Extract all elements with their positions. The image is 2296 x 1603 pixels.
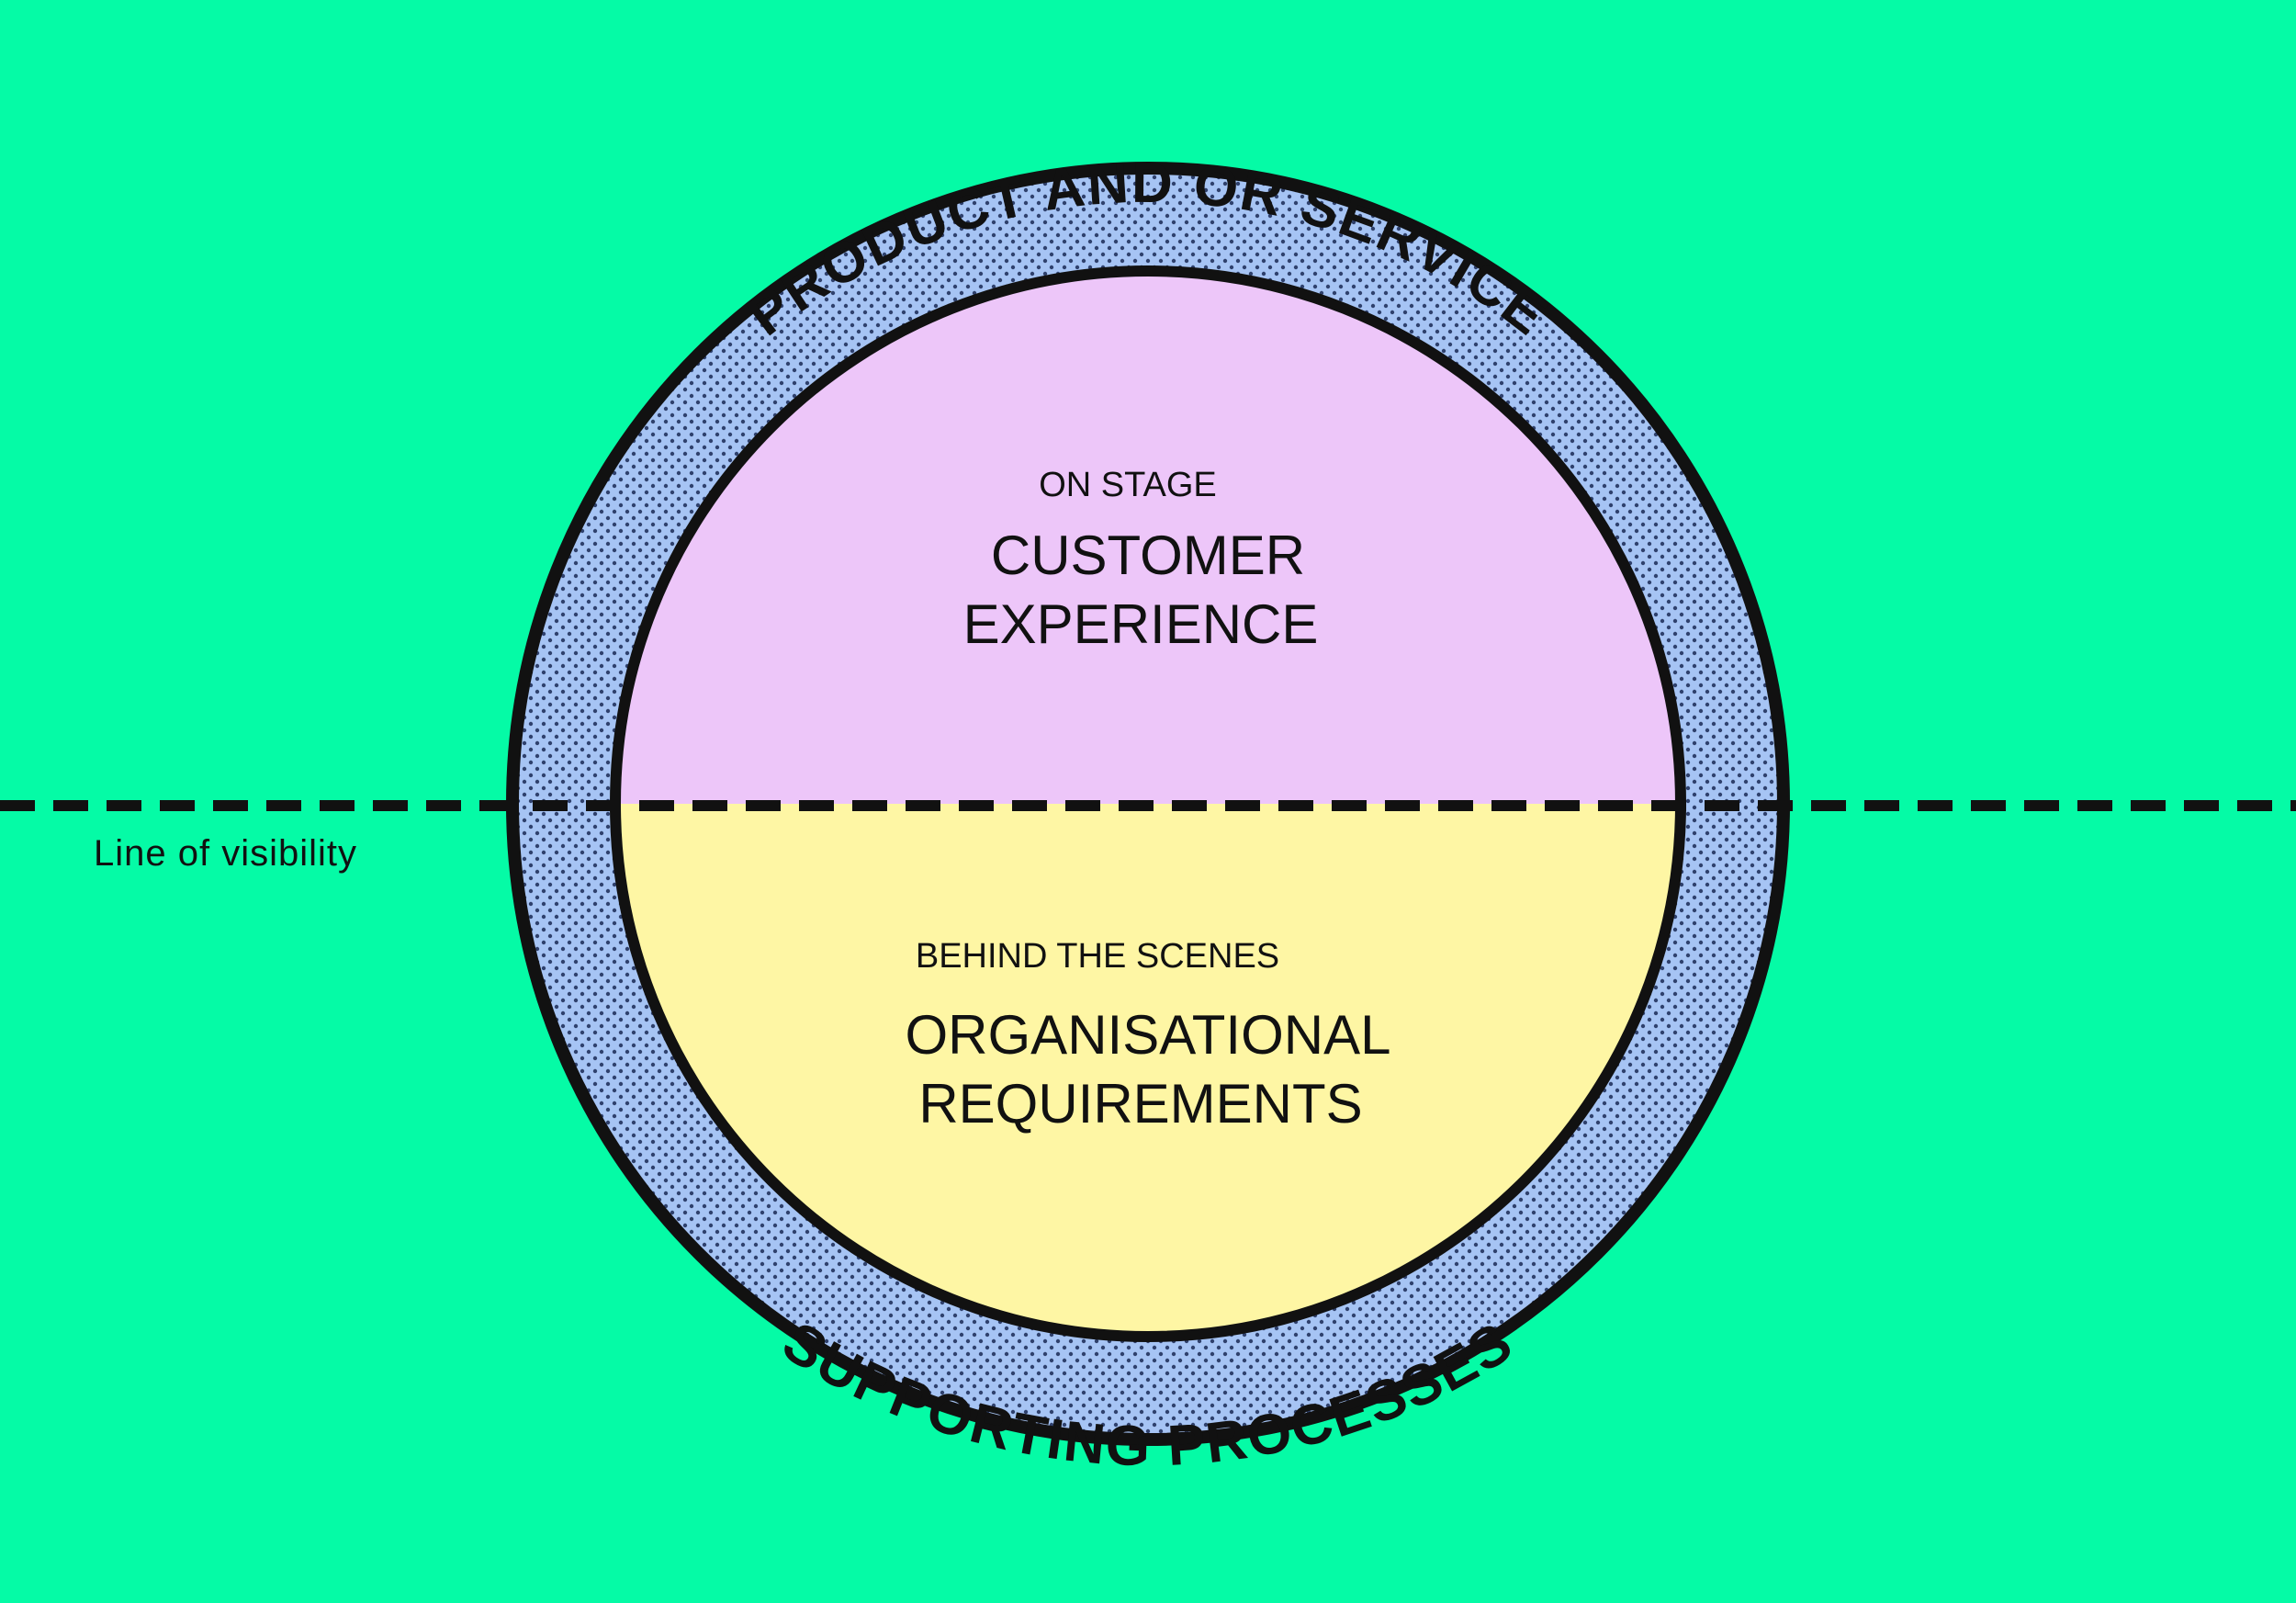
organisational-requirements-line-2: REQUIREMENTS	[918, 1073, 1362, 1135]
line-of-visibility-label: Line of visibility	[94, 833, 357, 874]
organisational-requirements-line-1: ORGANISATIONAL	[906, 1004, 1391, 1066]
customer-experience-line-1: CUSTOMER	[991, 525, 1305, 586]
behind-the-scenes-label: BEHIND THE SCENES	[916, 937, 1279, 976]
customer-experience-line-2: EXPERIENCE	[963, 593, 1319, 655]
on-stage-label: ON STAGE	[1039, 466, 1217, 504]
